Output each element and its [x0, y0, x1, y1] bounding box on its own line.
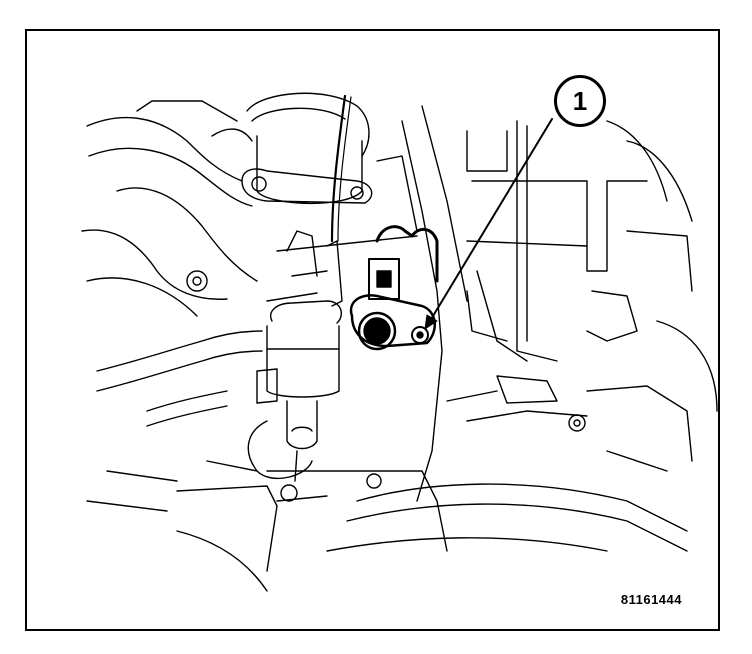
callout-circle: 1 [554, 75, 606, 127]
diagram-frame: 1 81161444 [25, 29, 720, 631]
intake-casting [81, 100, 258, 317]
vacuum-hoses [96, 270, 263, 472]
throttle-body [241, 92, 373, 205]
lower-casting [86, 375, 693, 592]
sensor-assembly [349, 225, 439, 351]
mounting-bracket [266, 105, 468, 502]
throttle-cable [330, 94, 347, 243]
callout-leader [424, 118, 553, 330]
engine-line-drawing [81, 92, 718, 592]
injector-assembly [247, 230, 343, 482]
right-housing [466, 120, 718, 412]
figure-number: 81161444 [620, 592, 682, 607]
callout-number: 1 [572, 85, 588, 116]
